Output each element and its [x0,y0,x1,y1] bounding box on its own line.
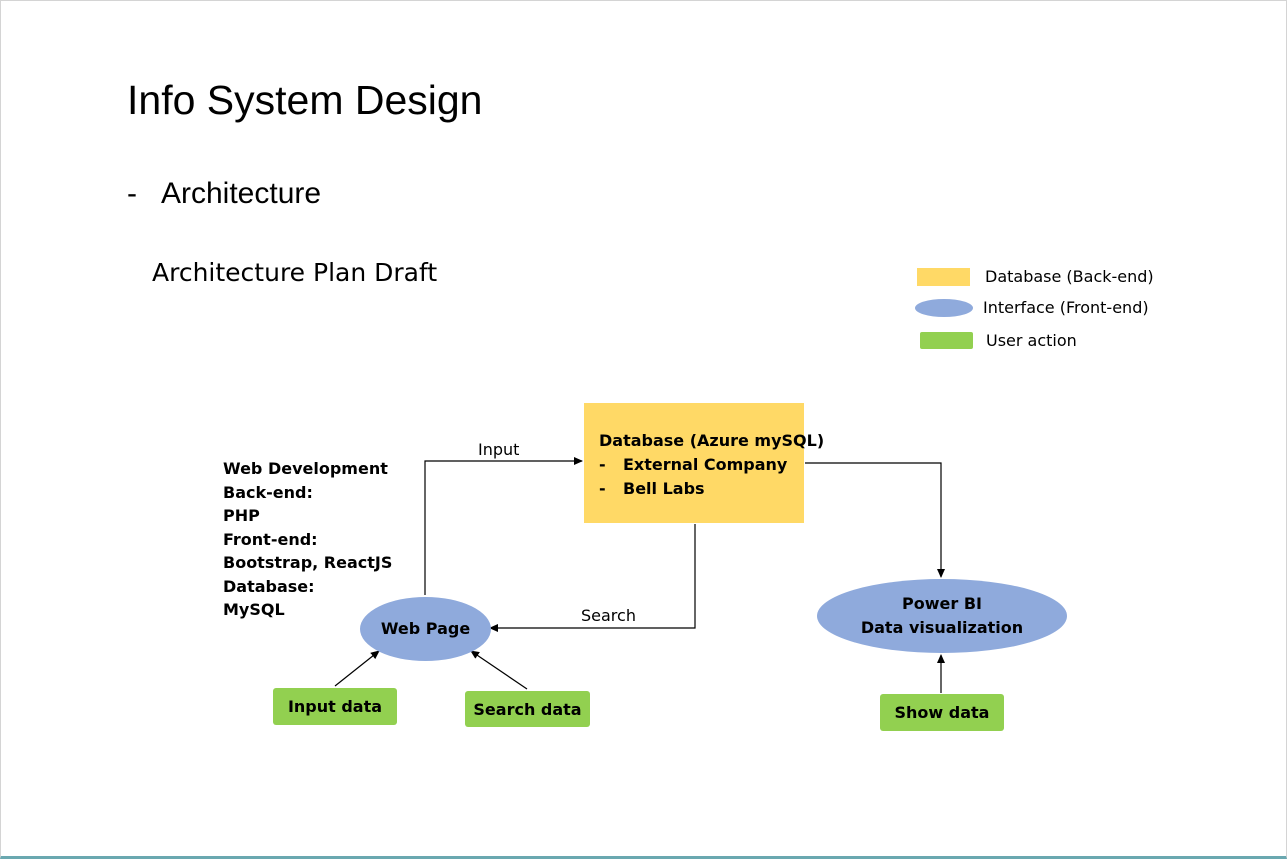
input-data-label: Input data [287,697,383,716]
webdev-line: Bootstrap, ReactJS [223,553,393,572]
legend-swatch-database [917,268,970,286]
webdev-line: Database: [223,576,315,596]
edge-database-to-powerbi [805,462,945,578]
show-data-node: Show data [880,694,1004,731]
legend-label-interface: Interface (Front-end) [983,298,1149,317]
legend-swatch-interface [915,299,973,317]
legend-swatch-user-action [920,332,973,349]
webdev-line: MySQL [223,600,285,619]
webdev-line: Web Development [223,459,388,478]
webdev-line: Back-end: [223,482,313,502]
power-bi-node: Power BI Data visualization [817,579,1067,653]
edge-search [489,524,696,632]
database-item: -Bell Labs [599,477,804,501]
search-data-label: Search data [473,699,582,719]
database-node: Database (Azure mySQL) -External Company… [584,403,825,523]
database-item: -External Company [599,453,804,477]
power-bi-label-line1: Power BI [902,594,982,613]
database-item-label: External Company [623,455,788,474]
legend-label-user-action: User action [986,331,1077,350]
bullet-dash: - [127,177,137,210]
slide-title: Info System Design [127,77,483,123]
web-development-notes: Web Development Back-end: PHP Front-end:… [223,457,392,622]
section-bullet: -Architecture [127,175,321,213]
edge-input-data [334,650,380,687]
edge-label-search: Search [581,606,636,625]
show-data-label: Show data [894,703,990,722]
webdev-line: PHP [223,506,260,525]
web-page-node: Web Page [360,597,491,661]
web-page-label: Web Page [380,619,471,638]
legend-label-database: Database (Back-end) [985,267,1154,286]
database-title: Database (Azure mySQL) [599,431,825,450]
database-item-marker: - [599,455,606,474]
edge-search-data [470,650,528,690]
database-item-marker: - [599,479,606,498]
input-data-node: Input data [273,688,397,725]
search-data-node: Search data [465,691,590,727]
edge-input [424,457,583,595]
edge-label-input: Input [478,440,520,459]
database-item-label: Bell Labs [623,479,705,498]
bullet-text: Architecture [161,177,322,210]
diagram-title: Architecture Plan Draft [152,258,438,287]
webdev-line: Front-end: [223,529,318,549]
power-bi-label-line2: Data visualization [860,618,1024,637]
